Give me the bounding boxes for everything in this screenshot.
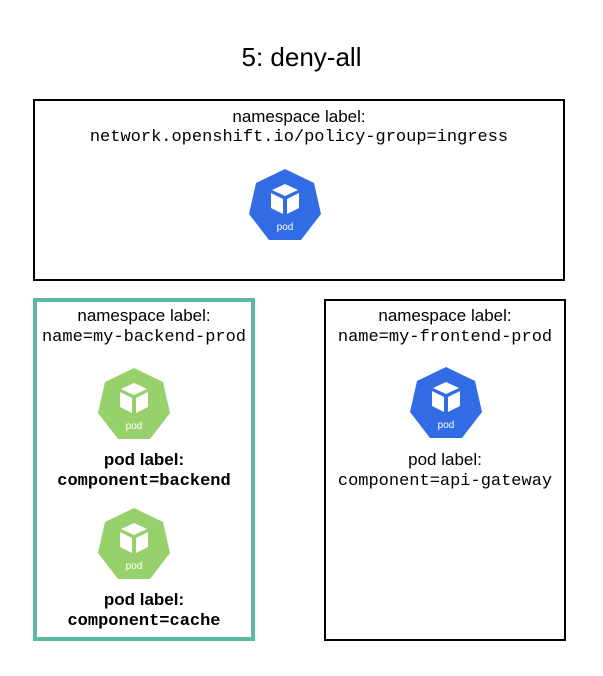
pod-label-value: component=api-gateway [337, 472, 553, 491]
pod-text: pod [277, 222, 294, 233]
namespace-box-frontend: namespace label: name=my-frontend-prod p… [324, 299, 566, 641]
pod-icon-green: pod [95, 506, 173, 584]
pod-label-title: pod label: [103, 590, 185, 609]
namespace-label-value: network.openshift.io/policy-group=ingres… [89, 128, 509, 147]
pod-label-title: pod label: [408, 450, 482, 469]
pod-text: pod [126, 561, 143, 572]
pod-icon-blue: pod [407, 365, 485, 443]
pod-label-value: component=cache [67, 612, 221, 631]
namespace-label-value: name=my-backend-prod [41, 328, 247, 347]
namespace-label-title: namespace label: [232, 107, 366, 126]
pod-label-title: pod label: [103, 450, 185, 469]
namespace-label-value: name=my-frontend-prod [337, 328, 553, 347]
pod-label-value: component=backend [57, 472, 231, 491]
pod-icon-green: pod [95, 366, 173, 444]
diagram-title: 5: deny-all [241, 42, 362, 72]
namespace-box-backend: namespace label: name=my-backend-prod po… [33, 298, 255, 641]
namespace-box-ingress: namespace label: network.openshift.io/po… [33, 99, 565, 281]
pod-icon-blue: pod [246, 167, 324, 245]
pod-text: pod [438, 420, 455, 431]
namespace-label-title: namespace label: [378, 306, 512, 325]
pod-text: pod [126, 421, 143, 432]
namespace-label-title: namespace label: [77, 306, 211, 325]
